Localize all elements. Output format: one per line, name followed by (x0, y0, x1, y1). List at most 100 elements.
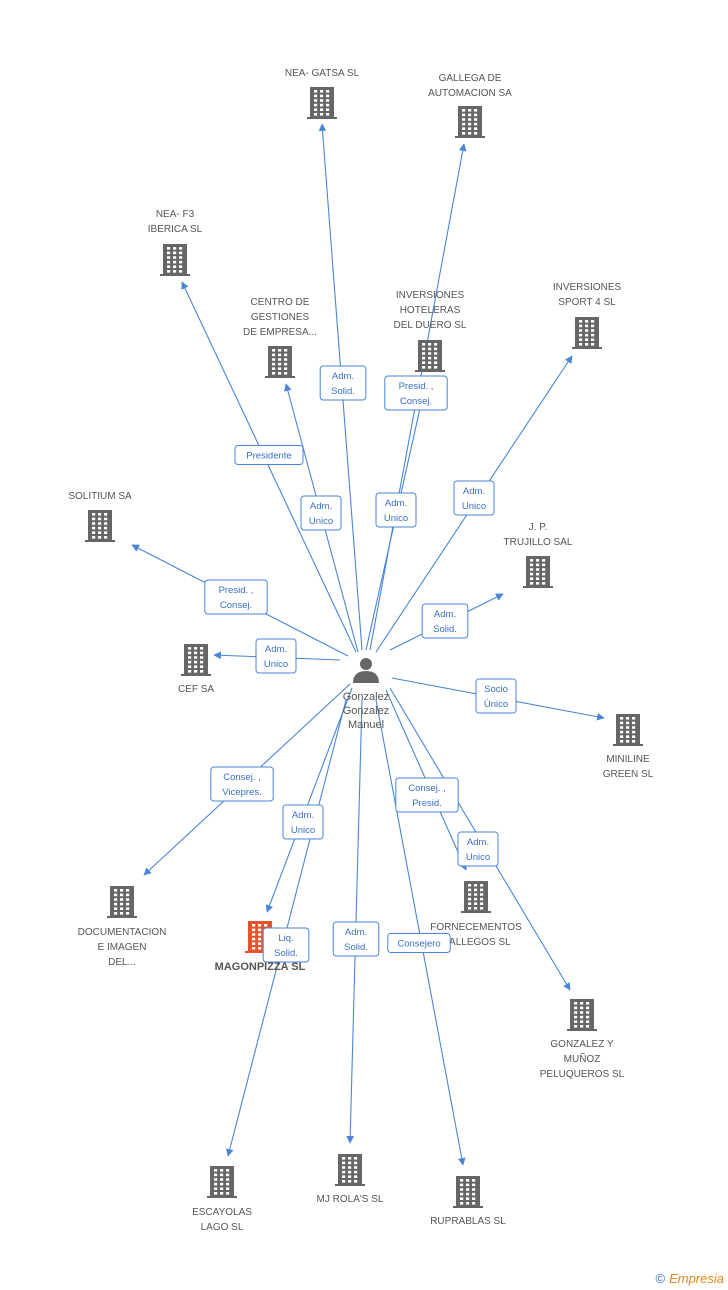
role-label-line: Consej. (400, 396, 432, 407)
company-gallega-label[interactable]: GALLEGA DE AUTOMACION SA (428, 73, 512, 99)
role-badge-inv-hoteleras[interactable]: Presid. , Consej. (384, 375, 448, 411)
company-label-line: GONZALEZ Y (550, 1039, 613, 1050)
company-label-line: FORNECEMENTOS (430, 922, 522, 933)
role-label-line: Consej. , (408, 783, 446, 794)
company-label-line: DEL DUERO SL (394, 320, 467, 331)
role-label-line: Consejero (397, 939, 440, 950)
company-label-line: DOCUMENTACION (78, 927, 167, 938)
company-inv-hoteleras-building-icon[interactable] (415, 340, 445, 372)
company-solitium-building-icon[interactable] (85, 510, 115, 542)
company-label-line: ESCAYOLAS (192, 1207, 252, 1218)
company-escayolas-label[interactable]: ESCAYOLAS LAGO SL (192, 1207, 252, 1233)
role-badge-nea-gatsa[interactable]: Adm.Solid. (319, 365, 367, 401)
person-name-line: Manuel (348, 719, 384, 731)
role-badge-documentacion[interactable]: Consej. ,Vicepres. (210, 766, 274, 802)
role-label-line: Presid. , (219, 585, 254, 596)
role-label-line: Adm. (310, 501, 332, 512)
company-gonzalez-munoz-building-icon[interactable] (567, 999, 597, 1031)
role-badge-solitium[interactable]: Presid. , Consej. (204, 579, 268, 615)
role-label: Consejero (397, 939, 440, 950)
nodes-layer: NEA- GATSA SL GALLEGA DE AUTOMACION SA NEA-… (68, 68, 653, 1233)
role-label-line: Presid. , (399, 381, 434, 392)
company-jp-trujillo-label[interactable]: J. P.TRUJILLO SAL (504, 522, 573, 548)
company-cef-building-icon[interactable] (181, 644, 211, 676)
role-label-line: Unico (309, 516, 333, 527)
edge-to-magonpizza (265, 687, 353, 913)
company-label-line: IBERICA SL (148, 224, 203, 235)
company-nea-f3-building-icon[interactable] (160, 244, 190, 276)
role-label-line: Unico (384, 513, 408, 524)
company-solitium-label[interactable]: SOLITIUM SA (68, 491, 132, 502)
company-escayolas-building-icon[interactable] (207, 1166, 237, 1198)
company-label-line: RUPRABLAS SL (430, 1216, 506, 1227)
role-label: Adm.Solid. (433, 609, 457, 635)
role-label-line: Solid. (433, 624, 457, 635)
role-label-line: Adm. (467, 837, 489, 848)
role-badge-nea-f3[interactable]: Presidente (234, 445, 304, 465)
company-documentacion-building-icon[interactable] (107, 886, 137, 918)
role-badge-centro[interactable]: Adm. Unico (300, 495, 342, 531)
company-inv-sport-building-icon[interactable] (572, 317, 602, 349)
company-label-line: PELUQUEROS SL (540, 1069, 625, 1080)
company-label-line: MAGONPIZZA SL (215, 961, 306, 973)
company-gallega-building-icon[interactable] (455, 106, 485, 138)
role-badge-mj-rolas[interactable]: Adm.Solid. (332, 921, 380, 957)
role-label: Adm.Solid. (331, 371, 355, 397)
role-badge-inv-sport[interactable]: Adm.Unico (453, 480, 495, 516)
company-jp-trujillo-building-icon[interactable] (523, 556, 553, 588)
role-badge-gonzalez-munoz[interactable]: Adm.Unico (457, 831, 499, 867)
roles-layer: Adm.Solid.Adm.UnicoPresidenteAdm.UnicoPr… (204, 365, 517, 963)
person-icon[interactable] (353, 658, 379, 683)
role-label-line: Socio (484, 684, 508, 695)
role-badge-cef[interactable]: Adm.Unico (255, 638, 297, 674)
person-name-line: Gonzalez (343, 691, 389, 703)
role-badge-magonpizza[interactable]: Adm.Unico (282, 804, 324, 840)
company-fornecementos-building-icon[interactable] (461, 881, 491, 913)
role-badge-jp-trujillo[interactable]: Adm.Solid. (421, 603, 469, 639)
edge-to-ruprablas (375, 699, 466, 1166)
role-label-line: Adm. (292, 810, 314, 821)
company-label-line: LAGO SL (201, 1222, 244, 1233)
role-badge-ruprablas[interactable]: Consejero (387, 933, 451, 953)
role-label-line: Adm. (385, 498, 407, 509)
company-mj-rolas-label[interactable]: MJ ROLA'S SL (317, 1194, 384, 1205)
role-label-line: Adm. (332, 371, 354, 382)
role-label-line: Único (484, 699, 508, 710)
company-magonpizza-label[interactable]: MAGONPIZZA SL (215, 961, 306, 973)
company-nea-gatsa-label[interactable]: NEA- GATSA SL (285, 68, 360, 79)
company-cef-label[interactable]: CEF SA (178, 684, 214, 695)
company-ruprablas-label[interactable]: RUPRABLAS SL (430, 1216, 506, 1227)
brand-logo-text: Empresia (669, 1271, 724, 1286)
role-badge-fornecementos[interactable]: Consej. ,Presid. (395, 777, 459, 813)
company-centro-building-icon[interactable] (265, 346, 295, 378)
company-label-line: MUÑOZ (564, 1052, 601, 1065)
footer-brand[interactable]: ©Empresia (655, 1271, 724, 1286)
role-label: Adm.Unico (462, 486, 486, 512)
company-nea-gatsa-building-icon[interactable] (307, 87, 337, 119)
role-label: Consej. ,Vicepres. (222, 772, 261, 798)
role-label-line: Solid. (274, 948, 298, 959)
company-label-line: AUTOMACION SA (428, 88, 512, 99)
company-label-line: DE EMPRESA... (243, 327, 317, 338)
company-ruprablas-building-icon[interactable] (453, 1176, 483, 1208)
company-mj-rolas-building-icon[interactable] (335, 1154, 365, 1186)
company-label-line: NEA- GATSA SL (285, 68, 360, 79)
role-badge-gallega[interactable]: Adm. Unico (375, 492, 417, 528)
company-gonzalez-munoz-label[interactable]: GONZALEZ Y MUÑOZ PELUQUEROS SL (540, 1039, 625, 1080)
company-miniline-building-icon[interactable] (613, 714, 643, 746)
company-label-line: GALLEGA DE (439, 73, 502, 84)
role-label-line: Consej. (220, 600, 252, 611)
edge-to-nea-f3 (181, 281, 357, 653)
role-badge-escayolas[interactable]: Liq.Solid. (262, 927, 310, 963)
